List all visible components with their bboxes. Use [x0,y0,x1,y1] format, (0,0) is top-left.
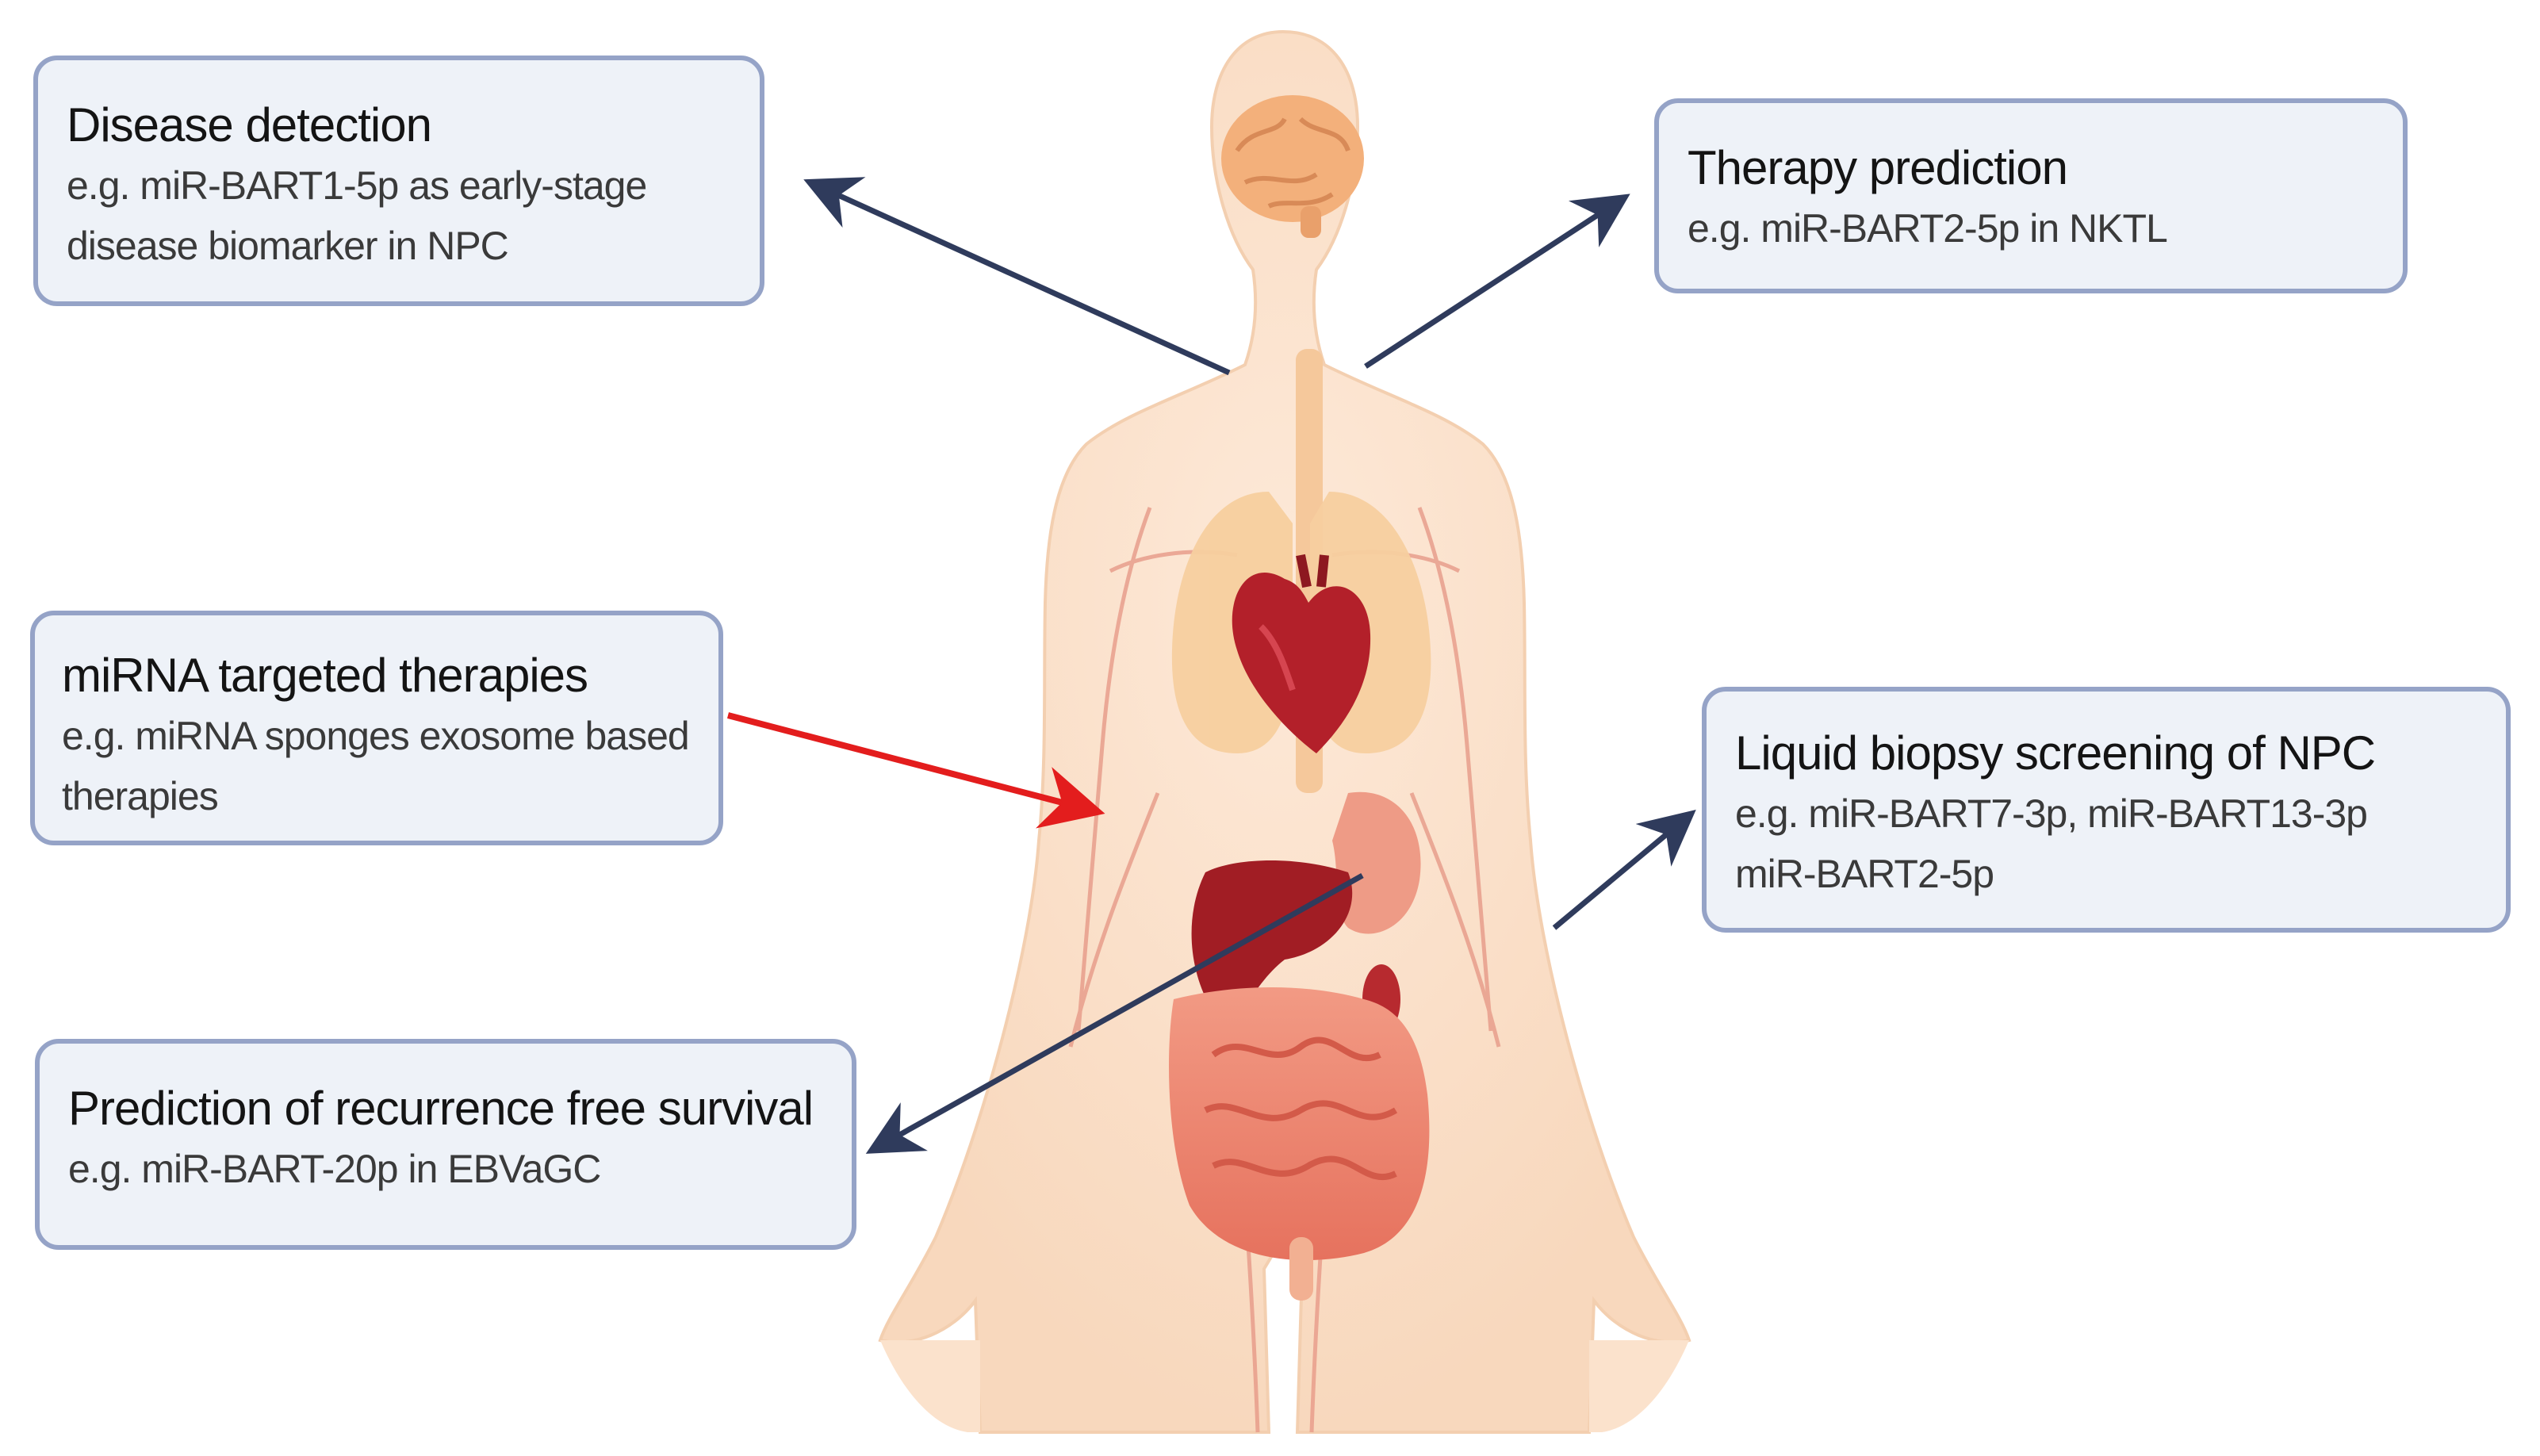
arrow-to-liquid [1552,810,1696,930]
therapy-prediction-description: e.g. miR-BART2-5p in NKTL [1688,198,2379,259]
heart-icon [1232,554,1371,753]
mirna-therapies-line-1: e.g. miRNA sponges exosome based [62,714,690,758]
liquid-biopsy-line-2: miR-BART2-5p [1735,852,1994,896]
liquid-biopsy-line-1: e.g. miR-BART7-3p, miR-BART13-3p [1735,791,2368,836]
disease-detection-title: Disease detection [67,98,432,151]
liquid-biopsy-title: Liquid biopsy screening of NPC [1735,726,2376,780]
arrows [726,177,1696,1154]
recurrence-survival-box: Prediction of recurrence free survival e… [35,1039,856,1250]
arrow-to-therapy [1364,193,1630,369]
disease-detection-box: Disease detection e.g. miR-BART1-5p as e… [33,56,764,306]
therapy-prediction-line-1: e.g. miR-BART2-5p in NKTL [1688,206,2168,251]
disease-detection-line-1: e.g. miR-BART1-5p as early-stage [67,163,647,208]
recurrence-survival-line-1: e.g. miR-BART-20p in EBVaGC [68,1147,601,1191]
mirna-therapies-box: miRNA targeted therapies e.g. miRNA spon… [30,611,723,845]
disease-detection-description: e.g. miR-BART1-5p as early-stage disease… [67,155,736,276]
brain-icon [1221,95,1364,238]
arrow-to-detection [803,177,1231,376]
mirna-therapies-description: e.g. miRNA sponges exosome based therapi… [62,706,695,826]
recurrence-survival-description: e.g. miR-BART-20p in EBVaGC [68,1139,828,1199]
mirna-therapies-title: miRNA targeted therapies [62,649,588,702]
arrow-to-recurrence [865,872,1364,1154]
liquid-biopsy-description: e.g. miR-BART7-3p, miR-BART13-3p miR-BAR… [1735,784,2482,904]
human-body-silhouette [878,29,1691,1434]
mirna-therapies-line-2: therapies [62,774,219,818]
disease-detection-line-2: disease biomarker in NPC [67,224,509,268]
stomach [1332,791,1421,934]
arrow-from-mirna [726,712,1105,829]
therapy-prediction-box: Therapy prediction e.g. miR-BART2-5p in … [1654,98,2408,293]
therapy-prediction-title: Therapy prediction [1688,141,2068,194]
liquid-biopsy-box: Liquid biopsy screening of NPC e.g. miR-… [1702,687,2511,933]
intestine-icon [1169,987,1430,1301]
recurrence-survival-title: Prediction of recurrence free survival [68,1082,814,1135]
